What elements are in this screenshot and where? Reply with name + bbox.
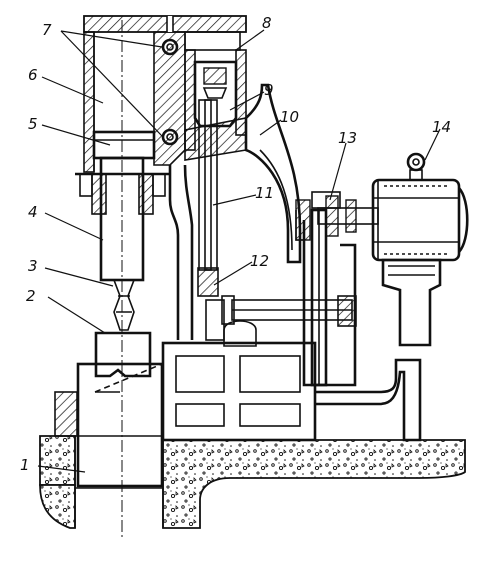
top-cover bbox=[83, 15, 247, 33]
callout-11: 11 bbox=[255, 184, 274, 202]
foundation-left-block bbox=[39, 435, 76, 486]
callout-13: 13 bbox=[338, 129, 357, 147]
callout-12: 12 bbox=[250, 252, 269, 270]
valve-lower bbox=[161, 128, 179, 146]
foundation bbox=[39, 435, 466, 529]
bottom-die bbox=[94, 331, 152, 378]
upper-die bbox=[112, 279, 136, 331]
leader-lines bbox=[37, 29, 441, 473]
frame-wall bbox=[244, 83, 302, 264]
callout-1: 1 bbox=[20, 456, 30, 474]
callout-14: 14 bbox=[432, 118, 451, 136]
crank-drive bbox=[205, 191, 422, 442]
callout-7: 7 bbox=[42, 21, 52, 39]
callout-3: 3 bbox=[28, 257, 38, 275]
compressor-cylinder bbox=[184, 31, 247, 161]
foundation-right-block bbox=[162, 439, 466, 529]
valve-upper bbox=[161, 38, 179, 56]
air-valves bbox=[161, 38, 179, 146]
callout-10: 10 bbox=[280, 108, 299, 126]
callout-6: 6 bbox=[28, 66, 38, 84]
ram-assembly bbox=[75, 156, 170, 331]
callout-9: 9 bbox=[264, 81, 274, 99]
motor-body bbox=[371, 178, 461, 262]
callout-4: 4 bbox=[28, 203, 38, 221]
callout-labels: 1 2 3 4 5 6 7 8 9 10 11 12 13 14 bbox=[20, 14, 451, 474]
anvil-block bbox=[76, 362, 164, 488]
anvil bbox=[54, 331, 164, 488]
gear-housing bbox=[311, 191, 341, 209]
callout-8: 8 bbox=[262, 14, 272, 32]
callout-5: 5 bbox=[28, 115, 38, 133]
electric-motor bbox=[371, 152, 469, 347]
connecting-rod bbox=[197, 99, 219, 297]
working-piston bbox=[92, 130, 156, 160]
callout-2: 2 bbox=[26, 287, 36, 305]
